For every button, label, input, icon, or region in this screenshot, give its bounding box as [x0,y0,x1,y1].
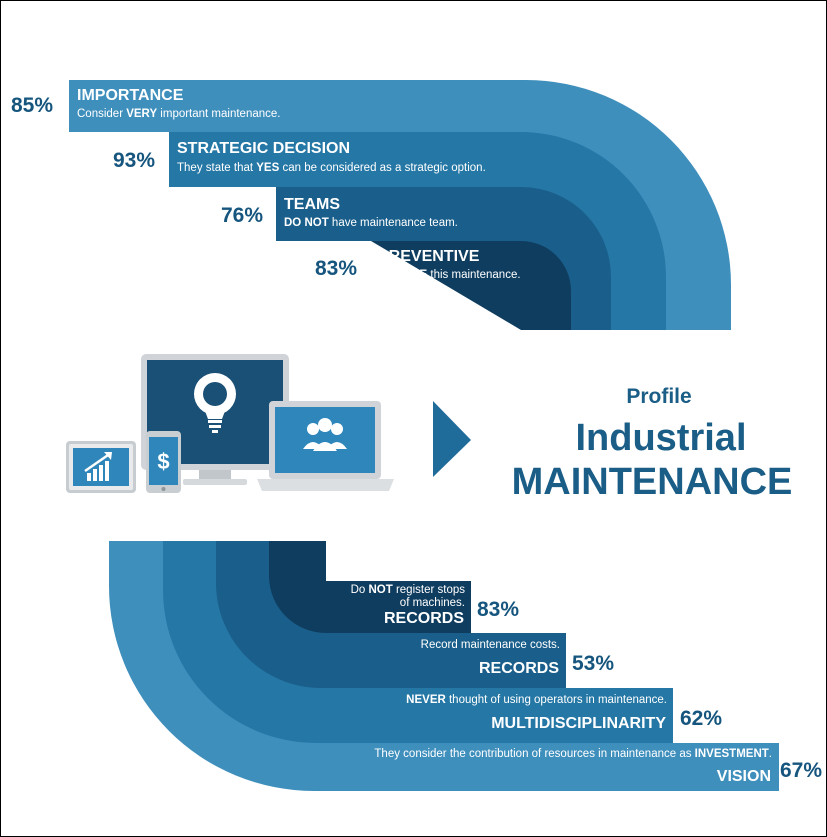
bottom-band-records-stops [269,541,471,633]
importance-title: IMPORTANCE [77,87,184,104]
title-industrial: Industrial [575,417,747,459]
vision-percent: 67% [780,759,823,782]
preventive-description: REALIZE this maintenance. [378,269,521,281]
records-stops-percent: 83% [477,598,520,621]
profile-label: Profile [626,385,692,408]
laptop-team-icon [257,401,394,491]
importance-description: Consider VERY important maintenance. [77,108,281,120]
vision-description: They consider the contribution of resour… [374,748,772,760]
monitor-lightbulb-icon [141,354,289,485]
preventive-percent: 83% [315,257,358,280]
svg-text:$: $ [157,449,169,474]
teams-title: TEAMS [284,196,340,213]
preventive-title: PREVENTIVE [378,248,480,265]
multidisciplinarity-description: NEVER thought of using operators in main… [406,694,667,706]
title-maintenance: MAINTENANCE [511,461,793,503]
multidisciplinarity-percent: 62% [680,707,723,730]
records-costs-description: Record maintenance costs. [420,639,560,651]
records-costs-percent: 53% [572,652,615,675]
strategic-description: They state that YES can be considered as… [177,162,486,174]
records-costs-title: RECORDS [478,660,559,677]
top-band-preventive [371,241,571,330]
tablet-chart-icon [66,441,136,493]
phone-dollar-icon: $ [146,431,181,493]
arrow-right-icon [433,401,471,477]
multidisciplinarity-title: MULTIDISCIPLINARITY [491,715,666,732]
teams-percent: 76% [221,204,264,227]
teams-description: DO NOT have maintenance team. [284,217,458,229]
records-stops-description: Do NOT register stops of machines. [350,584,465,610]
importance-percent: 85% [11,94,54,117]
strategic-title: STRATEGIC DECISION [177,140,351,157]
vision-title: VISION [716,768,771,785]
strategic-percent: 93% [113,149,156,172]
records-stops-title: RECORDS [383,610,464,627]
